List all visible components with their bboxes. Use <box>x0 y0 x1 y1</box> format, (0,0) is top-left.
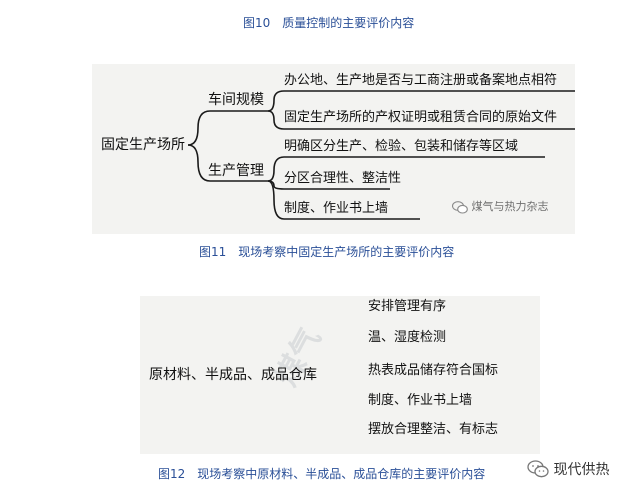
diagram-1-leaf-5: 制度、作业书上墙 <box>284 201 389 216</box>
footer-brand-label: 现代供热 <box>553 462 610 478</box>
connector-branch2-leaf2 <box>267 180 390 190</box>
diagram-1-leaf-2: 固定生产场所的产权证明或租赁合同的原始文件 <box>284 110 558 125</box>
figure-10-caption: 图10 质量控制的主要评价内容 <box>243 16 415 30</box>
connector-root-branch1 <box>187 110 268 146</box>
footer-brand: 现代供热 <box>527 459 609 479</box>
diagram-1-branch-scale: 车间规模 <box>208 92 264 108</box>
connector-branch1-leaf1 <box>267 90 575 112</box>
diagram-2-leaf-3: 热表成品储存符合国标 <box>368 363 499 378</box>
diagram-2-leaf-2: 温、湿度检测 <box>368 330 447 345</box>
diagram-2-root: 原材料、半成品、成品仓库 <box>149 367 317 383</box>
connector-root-branch2 <box>187 144 268 182</box>
diagram-2-leaf-4: 制度、作业书上墙 <box>368 393 473 408</box>
diagram-2-leaf-1: 安排管理有序 <box>368 299 447 314</box>
connector-branch1-leaf2 <box>267 110 575 130</box>
diagram-1-watermark-text: 煤气与热力杂志 <box>471 200 549 213</box>
figure-11-caption: 图11 现场考察中固定生产场所的主要评价内容 <box>199 245 455 259</box>
diagram-1-leaf-1: 办公地、生产地是否与工商注册或备案地点相符 <box>284 73 558 88</box>
connector-branch2-leaf3 <box>267 180 420 220</box>
connector-branch2-leaf1 <box>267 156 545 182</box>
diagram-1-panel <box>92 64 575 234</box>
diagram-2-leaf-5: 摆放合理整洁、有标志 <box>368 422 499 437</box>
diagram-1-leaf-3: 明确区分生产、检验、包装和储存等区域 <box>284 139 519 154</box>
diagram-1-root: 固定生产场所 <box>101 137 185 153</box>
figure-12-caption: 图12 现场考察中原材料、半成品、成品仓库的主要评价内容 <box>158 467 486 481</box>
diagram-1-leaf-4: 分区合理性、整洁性 <box>284 171 402 186</box>
wechat-icon <box>527 460 549 478</box>
diagram-2-panel <box>140 296 540 454</box>
diagram-1-branch-management: 生产管理 <box>208 163 264 179</box>
wechat-icon <box>452 200 468 214</box>
diagram-1-watermark: 煤气与热力杂志 <box>452 198 549 214</box>
